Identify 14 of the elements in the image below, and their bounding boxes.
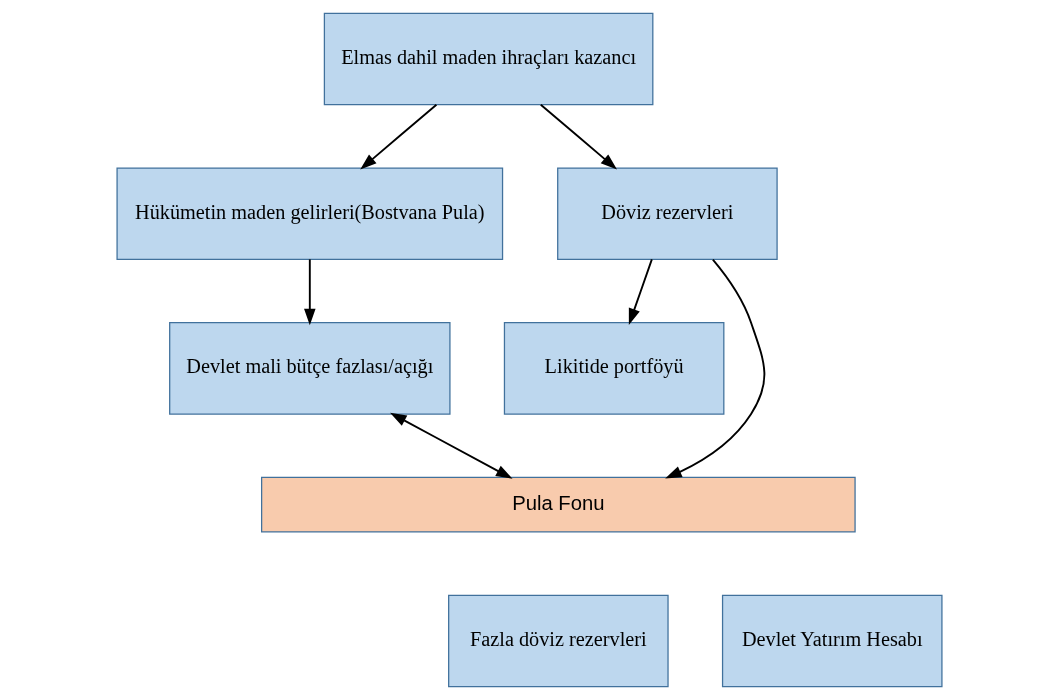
arrow [665,258,766,479]
node-box: Fazla döviz rezervleri [448,594,669,688]
node-box: Devlet Yatırım Hesabı [721,594,943,688]
node-box: Elmas dahil maden ihraçları kazancı [323,12,654,106]
arrow [628,258,653,326]
arrow [539,103,618,170]
arrow [304,258,316,326]
node-box: Likitide portföyü [503,322,725,415]
node-box: Devlet mali bütçe fazlası/açığı [169,322,451,415]
arrow [360,103,438,170]
node-box: Pula Fonu [261,476,856,533]
node-box: Hükümetin maden gelirleri(Bostvana Pula) [116,167,504,260]
node-box: Döviz rezervleri [557,167,778,260]
arrow [390,412,513,479]
